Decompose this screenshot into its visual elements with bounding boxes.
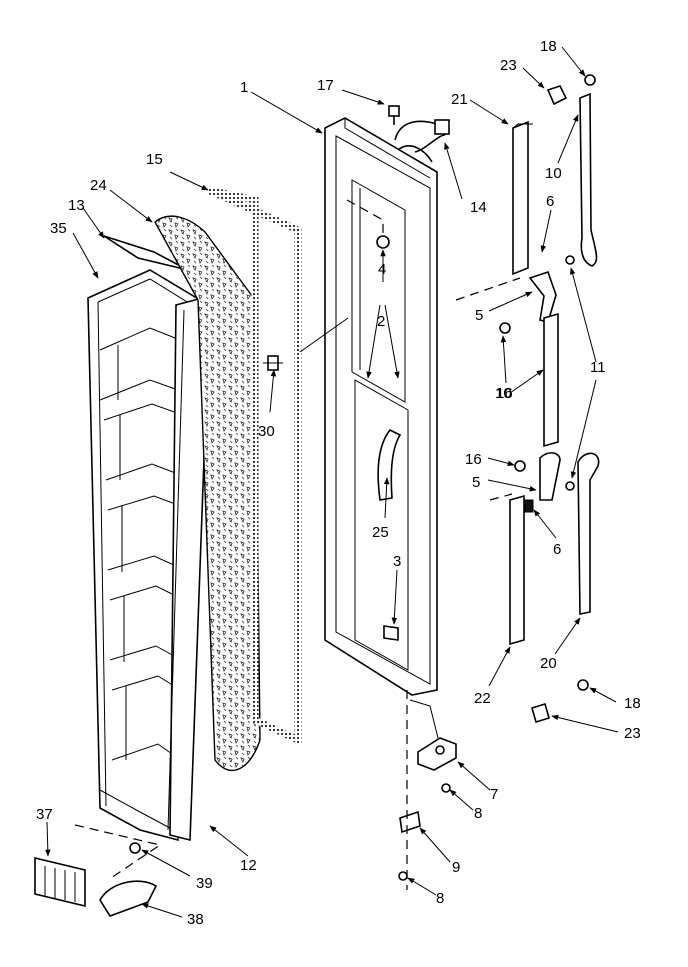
callout-13: 13 <box>68 197 85 214</box>
callout-38: 38 <box>187 911 204 928</box>
screw-11-lower <box>565 481 575 491</box>
callout-22: 22 <box>474 690 491 707</box>
callout-6-lower: 6 <box>553 541 561 558</box>
callout-3: 3 <box>393 553 401 570</box>
callout-17: 17 <box>317 77 334 94</box>
callout-16-lower: 16 <box>465 451 482 468</box>
callout-12: 12 <box>240 857 257 874</box>
hinge-7 <box>417 737 457 771</box>
handle-trim-21 <box>512 120 533 276</box>
callout-14: 14 <box>470 199 487 216</box>
screw-39 <box>129 842 141 854</box>
callout-16-upper: 16 <box>496 385 513 402</box>
callout-23-top: 23 <box>500 57 517 74</box>
foam-insulation <box>154 215 261 772</box>
hinge-5-lower <box>539 452 561 501</box>
cap-38 <box>99 880 158 917</box>
callout-2: 2 <box>377 313 385 330</box>
handle-20 <box>577 452 600 615</box>
callout-8-upper: 8 <box>474 805 482 822</box>
callout-21: 21 <box>451 91 468 108</box>
callout-25: 25 <box>372 524 389 541</box>
callout-1: 1 <box>240 79 248 96</box>
callout-7: 7 <box>490 786 498 803</box>
callout-18-top: 18 <box>540 38 557 55</box>
handle-trim-22 <box>509 494 534 646</box>
bracket-9 <box>399 810 421 834</box>
screw-11-upper <box>565 255 575 265</box>
callout-labels: 1 2 3 4 5 5 6 6 7 8 8 9 10 10 11 12 13 1… <box>36 38 641 928</box>
screw-18-top <box>584 74 596 86</box>
callout-37: 37 <box>36 806 53 823</box>
screw-18-bottom <box>577 679 589 691</box>
screw-8-upper <box>441 783 451 793</box>
callout-5-lower: 5 <box>472 474 480 491</box>
outer-door-panel <box>324 117 438 696</box>
part-30-clip <box>263 355 283 371</box>
callout-9: 9 <box>452 859 460 876</box>
endcap-23-top <box>546 85 568 106</box>
callout-18-bottom: 18 <box>624 695 641 712</box>
wire-harness <box>394 119 450 163</box>
callout-6-upper: 6 <box>546 193 554 210</box>
handle-10-lower <box>543 312 559 448</box>
screw-16-lower <box>514 460 526 472</box>
callout-23-bottom: 23 <box>624 725 641 742</box>
callout-24: 24 <box>90 177 107 194</box>
callout-30: 30 <box>258 423 275 440</box>
screw-16-upper <box>499 322 511 334</box>
callout-10-lower: 10 <box>495 385 512 402</box>
callout-8-lower: 8 <box>436 890 444 907</box>
assembly-lines <box>74 199 521 890</box>
callout-11: 11 <box>590 359 606 376</box>
grille-37 <box>34 856 86 908</box>
door-gasket <box>206 186 302 746</box>
handle-10-upper <box>579 92 598 267</box>
callout-4: 4 <box>378 261 386 278</box>
callout-10-upper: 10 <box>545 165 562 182</box>
callout-5-upper: 5 <box>475 307 483 324</box>
callout-20: 20 <box>540 655 557 672</box>
endcap-23-bottom <box>531 702 550 724</box>
hinge-5-upper <box>528 270 557 323</box>
door-liner <box>87 235 211 842</box>
screw-8-lower <box>398 871 408 881</box>
screw-17 <box>388 105 400 125</box>
callout-15: 15 <box>146 151 163 168</box>
callout-35: 35 <box>50 220 67 237</box>
leader-lines <box>45 46 619 918</box>
callout-39: 39 <box>196 875 213 892</box>
